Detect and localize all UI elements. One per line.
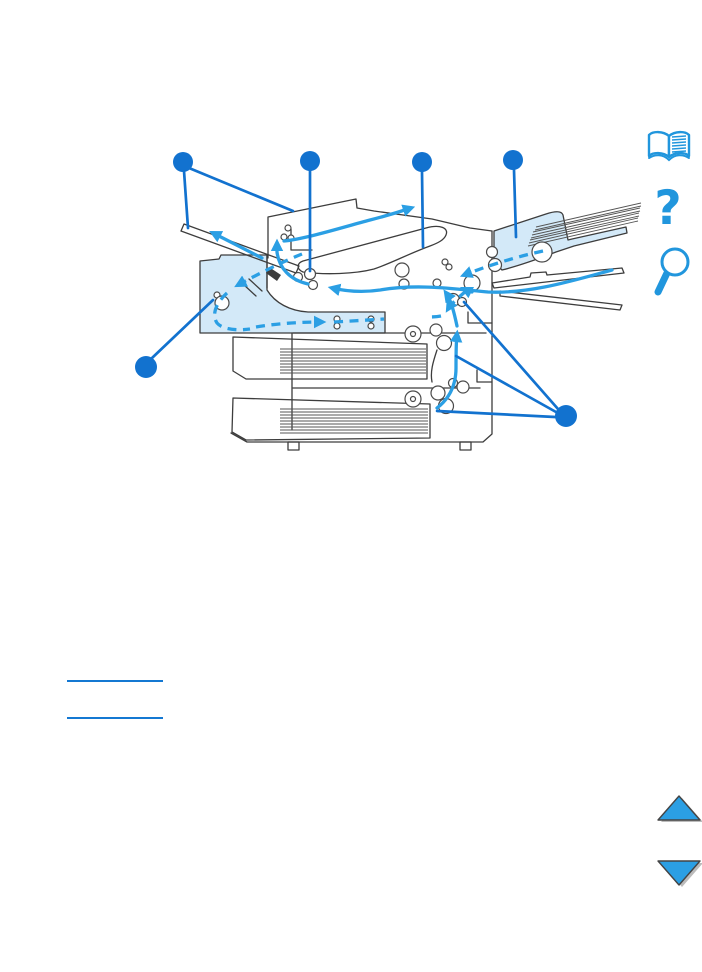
print-paper-path	[209, 204, 614, 410]
callout-top-2	[300, 151, 320, 171]
book-icon[interactable]	[646, 129, 694, 165]
toner-cartridge	[266, 225, 448, 281]
callout-top-4	[503, 150, 523, 170]
callout-left	[135, 356, 157, 378]
tray2-paper-stack	[280, 348, 426, 374]
magnifier-icon[interactable]	[650, 245, 696, 299]
callout-top-3	[412, 152, 432, 172]
link-1[interactable]	[67, 680, 163, 682]
duplex-paper-path	[212, 249, 544, 332]
callout-top-1	[173, 152, 193, 172]
tray1-flap	[491, 267, 625, 311]
tray-pickup-wheels	[404, 325, 422, 408]
envelope-stack	[527, 202, 642, 247]
help-icon[interactable]: ?	[654, 181, 682, 236]
printer-outline	[230, 198, 493, 451]
callouts	[135, 150, 577, 427]
tray2	[232, 336, 428, 380]
scroll-down-button[interactable]	[652, 856, 702, 890]
scroll-up-button[interactable]	[652, 793, 702, 827]
tray3	[231, 397, 431, 441]
callout-right	[555, 405, 577, 427]
tray3-paper-stack	[280, 408, 428, 434]
link-2[interactable]	[67, 717, 163, 719]
